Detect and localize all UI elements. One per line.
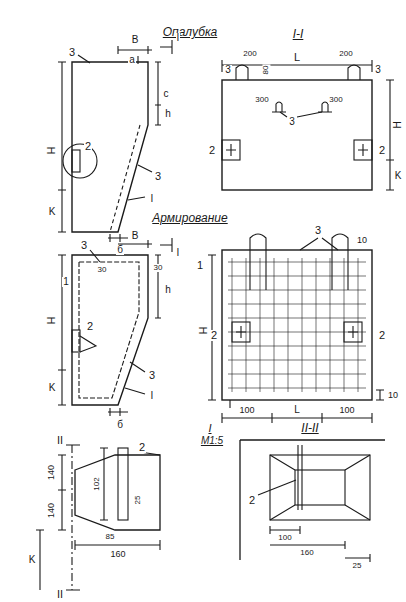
dimension-label: 2	[378, 145, 386, 156]
view-title: Армирование	[151, 212, 228, 224]
dimension-label: II	[56, 435, 64, 446]
dimension-label: 100	[277, 534, 292, 542]
dimension-label: 30	[97, 266, 108, 274]
dimension-label: 25	[352, 562, 363, 570]
dimension-label: h	[164, 109, 172, 119]
dimension-label: B	[131, 35, 140, 45]
view-title: М1:5	[200, 436, 224, 446]
dimension-label: L	[293, 52, 301, 63]
dimension-label: 10	[356, 236, 368, 245]
dimension-label: 25	[134, 495, 142, 506]
dimension-label: 200	[242, 50, 257, 58]
dimension-label: 140	[48, 463, 57, 480]
dimension-label: 2	[208, 145, 216, 156]
dimension-label: 2	[86, 321, 94, 332]
dimension-label: 100	[238, 406, 255, 415]
dimension-label: I	[176, 248, 181, 258]
view-title: II-II	[300, 422, 319, 434]
dimension-label: 80	[262, 65, 270, 76]
dimension-label: 3	[374, 65, 382, 75]
dimension-label: б	[116, 245, 124, 255]
dimension-label: 10	[387, 391, 399, 400]
dimension-label: 2	[210, 330, 218, 341]
dimension-label: 160	[109, 550, 126, 559]
dimension-label: 300	[254, 96, 269, 104]
dimension-label: 3	[154, 171, 162, 182]
view-title: Опалубка	[162, 26, 218, 38]
view-title: I-I	[292, 28, 305, 40]
dimension-label: б	[116, 420, 124, 430]
dimension-label: 30	[153, 264, 164, 272]
dimension-label: 300	[328, 96, 343, 104]
dimension-label: 3	[288, 117, 296, 127]
dimension-label: 140	[48, 501, 57, 518]
dimension-label: 1	[196, 260, 204, 271]
dimension-label: c	[163, 89, 170, 99]
dimension-label: I	[150, 194, 155, 204]
dimension-label: B	[131, 231, 140, 241]
dimension-label: II	[56, 589, 64, 600]
dimension-label: K	[48, 383, 57, 393]
dimension-label: 102	[93, 476, 101, 491]
dimension-label: H	[198, 325, 209, 335]
dimension-label: K	[394, 171, 403, 181]
dimension-label: 3	[68, 47, 76, 58]
dimension-label: h	[164, 285, 172, 295]
dimension-label: 3	[148, 370, 156, 381]
dimension-label: 2	[248, 495, 256, 506]
dimension-label: K	[48, 207, 57, 217]
dimension-label: 3	[314, 225, 322, 236]
dimension-label: 2	[138, 442, 146, 453]
dimension-label: 1	[62, 277, 70, 287]
dimension-label: a	[128, 55, 136, 65]
dimension-label: 3	[224, 65, 232, 75]
dimension-label: H	[46, 145, 57, 155]
dimension-label: 2	[84, 141, 92, 152]
dimension-label: H	[393, 120, 403, 129]
dimension-label: L	[293, 405, 301, 415]
dimension-label: 160	[299, 549, 314, 557]
dimension-label: I	[176, 33, 181, 43]
dimension-label: 2	[378, 330, 386, 341]
dimension-label: 100	[338, 406, 355, 415]
dimension-label: 3	[80, 240, 88, 251]
view-title: I	[207, 423, 212, 434]
dimension-label: K	[28, 555, 37, 565]
dimension-label: H	[46, 315, 57, 325]
dimension-label: 85	[105, 533, 116, 541]
dimension-label: 200	[338, 50, 353, 58]
dimension-label: I	[150, 391, 155, 401]
